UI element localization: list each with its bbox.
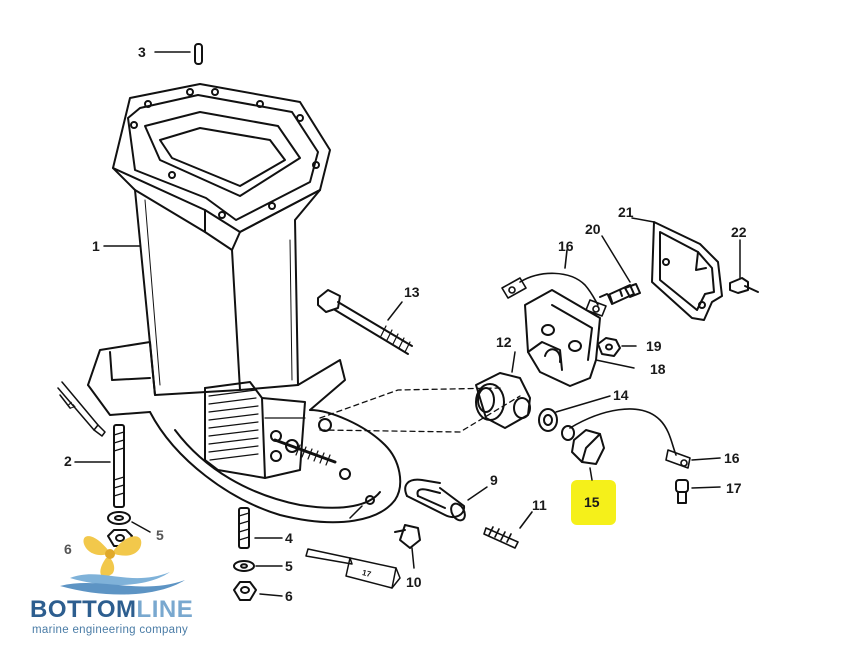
logo-tagline: marine engineering company (32, 624, 189, 636)
part-18-bracket (524, 289, 635, 387)
callout-1: 1 (92, 238, 100, 254)
callout-18: 18 (650, 361, 666, 377)
callout-21: 21 (618, 204, 634, 220)
part-11-screw (483, 511, 533, 549)
callout-5-left: 5 (156, 527, 164, 543)
ground-strap-upper (501, 249, 607, 317)
callout-9: 9 (490, 472, 498, 488)
sealant-tube-left (57, 381, 106, 437)
callout-6-right: 6 (285, 588, 293, 604)
part-15-highlight (571, 480, 616, 525)
logo-wordmark: BOTTOMLINE (30, 596, 193, 624)
callout-16-upper: 16 (558, 238, 574, 254)
callout-2: 2 (64, 453, 72, 469)
ground-strap-lower (569, 408, 721, 469)
callout-6-left: 6 (64, 541, 72, 557)
part-15-cap-nut (561, 425, 605, 481)
part-12-rubber-mount (475, 351, 531, 429)
part-2-stud (74, 424, 125, 508)
callout-20: 20 (585, 221, 601, 237)
callout-3: 3 (138, 44, 146, 60)
callout-15: 15 (584, 494, 600, 510)
callout-5-right: 5 (285, 558, 293, 574)
part-6-nut-left (107, 529, 133, 547)
part-5-washer-right (233, 560, 283, 572)
callout-11: 11 (532, 497, 547, 513)
part-6-nut-right (233, 581, 283, 601)
part-19-nut (597, 337, 637, 357)
callout-12: 12 (496, 334, 512, 350)
part-21-plate (631, 217, 723, 321)
callout-13: 13 (404, 284, 420, 300)
logo-word-part2: LINE (136, 596, 194, 623)
callout-14: 14 (613, 387, 629, 403)
part-14-washer (538, 395, 611, 432)
callout-4: 4 (285, 530, 293, 546)
part-1-driveshaft-housing (87, 83, 402, 524)
callout-17: 17 (726, 480, 742, 496)
sealant-tube-bottom (305, 548, 401, 589)
part-4-stud (238, 507, 283, 549)
part-9-water-tube (404, 478, 488, 522)
part-3-dowel-pin (154, 43, 203, 65)
callout-19: 19 (646, 338, 662, 354)
callout-10: 10 (406, 574, 422, 590)
callout-22: 22 (731, 224, 747, 240)
part-22-screw (729, 239, 759, 294)
side-block-stud (273, 438, 337, 466)
part-13-long-bolt (317, 289, 413, 355)
part-10-fitting (394, 524, 421, 569)
callout-16-lower: 16 (724, 450, 740, 466)
part-5-washer-left (107, 511, 151, 533)
bottomline-logo-graphic (60, 536, 185, 595)
part-20-screw (599, 235, 641, 305)
part-17-screw (675, 479, 721, 504)
logo-word-part1: BOTTOM (30, 596, 137, 623)
